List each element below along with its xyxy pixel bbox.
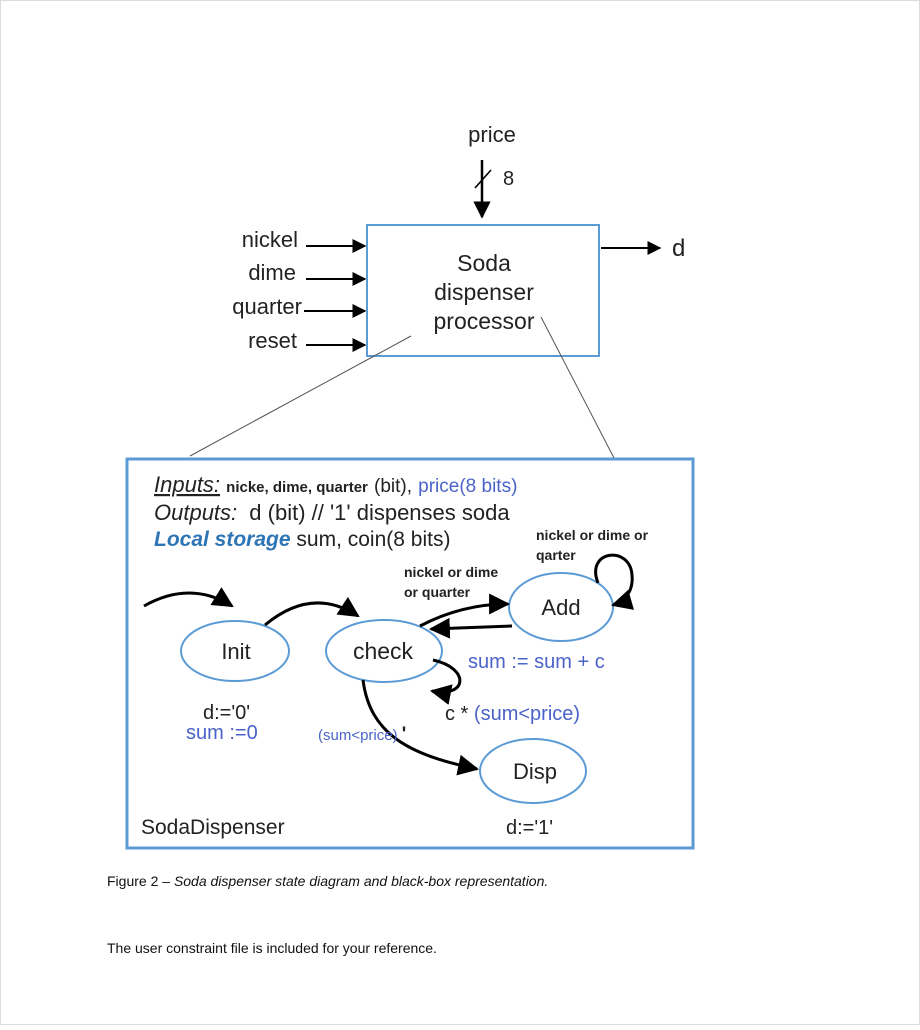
check-self-loop [429, 658, 462, 705]
check-self-label-cond: (sum<price) [474, 703, 580, 725]
local-storage-text: sum, coin(8 bits) [296, 528, 450, 551]
check-to-disp-label-prime: ' [402, 724, 407, 745]
add-to-check-transition [428, 617, 513, 639]
reference-note: The user constraint file is included for… [107, 940, 437, 956]
zoom-line-right [540, 316, 615, 459]
check-to-disp-label: (sum<price) ' [318, 724, 406, 745]
black-box: price 8 Soda dispenser processor nickel … [232, 122, 685, 357]
figure-caption-text: Soda dispenser state diagram and black-b… [173, 873, 549, 889]
input-dime: dime [248, 260, 296, 285]
state-init [180, 620, 290, 682]
add-self-loop [594, 553, 635, 610]
inputs-label: Inputs: [154, 472, 220, 497]
check-to-add-label-1: nickel or dime [404, 564, 498, 580]
local-storage-label: Local storage [154, 528, 291, 551]
inputs-price: price(8 bits) [418, 476, 517, 497]
state-check-name: check [353, 638, 414, 664]
processor-title-3: processor [434, 308, 535, 334]
output-d: d [672, 235, 685, 262]
local-storage-line: Local storage sum, coin(8 bits) [154, 528, 450, 551]
add-self-label-2: qarter [536, 547, 576, 563]
reset-transition [143, 587, 234, 608]
check-to-add-transition [419, 593, 511, 628]
add-action: sum := sum + c [468, 651, 605, 673]
price-label: price [468, 122, 516, 147]
figure-caption: Figure 2 – Soda dispenser state diagram … [107, 873, 548, 889]
bus-slash [474, 169, 492, 189]
init-action-2: sum :=0 [186, 722, 258, 744]
zoom-line-left [189, 335, 412, 457]
state-disp-name: Disp [513, 759, 557, 784]
outputs-label: Outputs: [154, 500, 237, 525]
init-to-check-transition [264, 596, 360, 627]
check-self-label: c * (sum<price) [445, 703, 580, 725]
outputs-line: Outputs: d (bit) // '1' dispenses soda [154, 500, 510, 525]
processor-title-1: Soda [457, 250, 511, 276]
input-quarter: quarter [232, 294, 302, 319]
check-to-add-label-2: or quarter [404, 584, 471, 600]
state-check [325, 619, 443, 683]
check-self-label-c: c * [445, 703, 474, 725]
input-nickel: nickel [242, 227, 298, 252]
inputs-bit: (bit), [374, 476, 412, 497]
input-reset: reset [248, 328, 297, 353]
processor-box [366, 224, 600, 357]
state-machine-box: Inputs: nicke, dime, quarter (bit), pric… [125, 457, 695, 850]
bus-width-label: 8 [503, 168, 514, 190]
inputs-line: Inputs: nicke, dime, quarter (bit), pric… [154, 472, 517, 497]
state-disp [479, 738, 587, 804]
add-self-label-1: nickel or dime or [536, 527, 649, 543]
figure-caption-prefix: Figure 2 – [107, 873, 174, 889]
outputs-text: d (bit) // '1' dispenses soda [249, 500, 510, 525]
check-to-disp-transition [361, 679, 480, 776]
state-machine-name: SodaDispenser [141, 816, 285, 839]
disp-action: d:='1' [506, 817, 553, 839]
init-action-1: d:='0' [203, 702, 250, 724]
state-init-name: Init [221, 639, 250, 664]
check-to-disp-label-cond: (sum<price) [318, 727, 398, 744]
processor-title-2: dispenser [434, 279, 534, 305]
state-add-name: Add [541, 595, 580, 620]
inputs-text: nicke, dime, quarter [226, 479, 368, 496]
